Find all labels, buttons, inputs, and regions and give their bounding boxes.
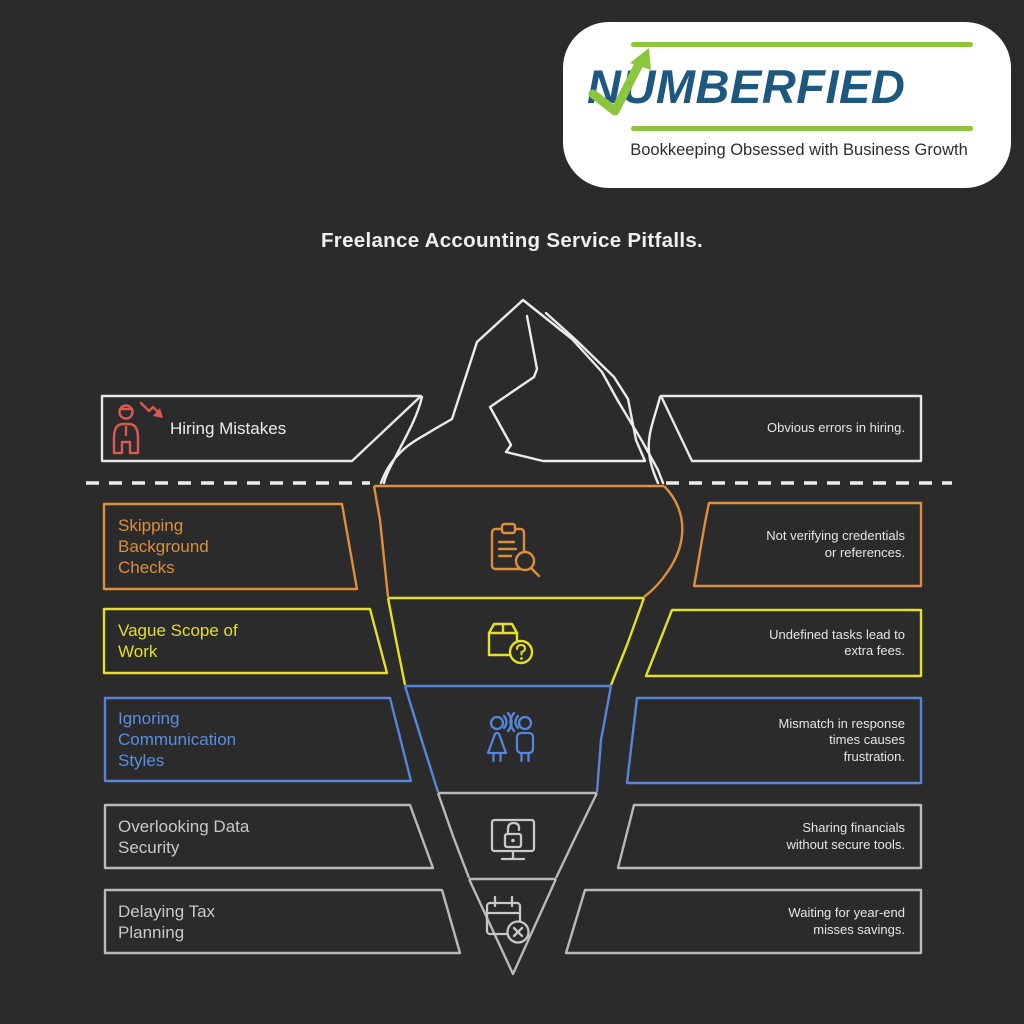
logo-divider-top [631,42,973,47]
desc-skipping-background-checks: Not verifying credentials or references. [766,528,905,560]
desc-box-scope [644,608,923,678]
desc-box-communication [625,696,923,785]
label-box-scope [102,607,389,675]
iceberg-section-blue [403,684,613,793]
label-box-security [103,803,435,870]
label-delaying-tax-planning: Delaying Tax Planning [118,901,216,942]
logo-card: NUMBERFIED Bookkeeping Obsessed with Bus… [563,22,1011,188]
label-box-communication [103,696,413,783]
label-box-background [102,502,359,591]
desc-box-background [692,501,923,588]
brand-wordmark: NUMBERFIED [587,60,906,113]
row-boxes [100,394,923,955]
person-decline-icon [112,401,163,455]
desc-overlooking-data-security: Sharing financials without secure tools. [786,820,905,852]
logo-tagline: Bookkeeping Obsessed with Business Growt… [630,141,968,159]
label-vague-scope-of-work: Vague Scope of Work [118,621,238,661]
desc-ignoring-communication-styles: Mismatch in response times causes frustr… [778,715,905,764]
desc-vague-scope-of-work: Undefined tasks lead to extra fees. [769,626,905,659]
people-communication-icon [486,711,535,763]
desc-box-hiring [659,394,923,463]
monitor-lock-icon [490,818,536,861]
clipboard-search-icon [490,522,541,578]
desc-box-tax [564,888,923,955]
label-hiring-mistakes: Hiring Mistakes [170,419,287,438]
iceberg-section-yellow [386,596,646,686]
iceberg-section-orange [372,484,684,598]
label-overlooking-data-security: Overlooking Data Security [118,816,250,857]
desc-box-security [616,803,923,870]
calendar-cancel-icon [485,895,530,944]
desc-delaying-tax-planning: Waiting for year-end misses savings. [788,905,905,937]
page-title: Freelance Accounting Service Pitfalls. [320,229,704,252]
desc-hiring-mistakes: Obvious errors in hiring. [767,420,905,436]
iceberg-section-gray [436,791,599,976]
iceberg-peak [379,298,665,485]
label-ignoring-communication-styles: Ignoring Communication Styles [118,709,237,770]
label-skipping-background-checks: Skipping Background Checks [118,516,209,577]
package-question-icon [487,622,534,665]
label-box-hiring [100,394,423,463]
logo-divider-bottom [631,126,973,131]
label-box-tax [103,888,462,955]
